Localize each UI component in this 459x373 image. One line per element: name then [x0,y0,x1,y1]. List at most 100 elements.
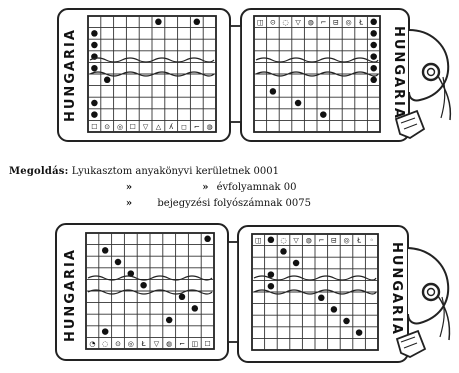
top-left-punch-hole-8 [91,111,97,117]
bottom-left-punch-hole-7 [166,317,172,323]
top-right-punch-hole-4 [370,65,376,71]
top-left-punch-hole-7 [91,100,97,106]
card-bottom-left-label-wrap: HUNGARIA [63,248,78,342]
top-right-punch-hole-7 [295,100,301,106]
card-top-right: HUNGARIA ◫ ⊙ ◌ ▽ ◍ ⌐ ⊟ ◎ Ł ◦ [241,9,450,141]
solution-line-2-mark-2: » [197,180,213,195]
top-left-symbol-1: ⊙ [104,123,110,131]
top-left-symbol-0: ☐ [91,123,97,131]
solution-line-1: Megoldás: Lyukasztom anyakönyvi kerületn… [9,164,279,179]
bottom-right-symbol-0: ◫ [255,236,262,244]
top-right-symbol-5: ⌐ [320,18,326,26]
card-bottom-right-label-wrap: HUNGARIA [389,242,404,336]
top-right-punch-hole-2 [370,42,376,48]
top-right-symbol-4: ◍ [308,18,314,26]
card-top-left-label-wrap: HUNGARIA [63,28,78,122]
solution-line-2: » » évfolyamnak 00 [121,180,297,195]
bottom-right-symbol-8: Ł [356,236,361,244]
bottom-right-symbol-9: ◦ [370,236,374,244]
card-top-left-label: HUNGARIA [63,28,78,122]
card-bottom-right-frame [238,226,408,362]
solution-line-1-text: Lyukasztom anyakönyvi kerületnek 0001 [72,166,279,177]
bottom-right-punch-hole-1 [280,248,286,254]
card-bottom-left-label: HUNGARIA [63,248,78,342]
top-right-symbol-8: Ł [358,18,363,26]
bottom-left-punch-hole-8 [102,328,108,334]
top-connector [230,26,241,122]
bottom-left-symbol-1: ◌ [102,340,108,348]
card-top-right-label-wrap: HUNGARIA [391,26,406,120]
bottom-left-punch-hole-0 [204,236,210,242]
top-right-punch-hole-1 [370,30,376,36]
top-right-punch-hole-3 [370,53,376,59]
bottom-right-punch-hole-2 [293,260,299,266]
bottom-right-symbol-4: ◍ [306,236,312,244]
card-top-right-eyelet-inner [428,69,435,76]
top-right-punch-hole-5 [370,77,376,83]
bottom-left-punch-hole-5 [179,294,185,300]
bottom-right-symbol-6: ⊟ [331,236,337,244]
card-bottom-right-label: HUNGARIA [389,242,404,336]
top-left-symbol-6: ʎ [169,123,173,131]
solution-line-2-text: évfolyamnak 00 [217,182,297,193]
solution-line-3: » bejegyzési folyószámnak 0075 [121,196,311,211]
bottom-left-symbol-3: ◎ [128,340,134,348]
top-left-symbol-4: ▽ [143,123,149,131]
bottom-connector [228,242,238,342]
top-right-symbol-3: ▽ [295,18,301,26]
top-left-punch-hole-3 [91,42,97,48]
top-left-symbol-2: ◎ [117,123,123,131]
solution-prefix: Megoldás: [9,166,69,177]
bottom-left-symbol-2: ⊙ [115,340,121,348]
top-left-punch-hole-2 [91,30,97,36]
bottom-right-symbol-2: ◌ [280,236,286,244]
top-left-symbol-7: ◻ [181,123,187,131]
top-right-punch-hole-6 [270,88,276,94]
bottom-left-symbol-5: ▽ [154,340,160,348]
top-right-symbol-9: ◦ [372,18,376,26]
card-bottom-right: HUNGARIA ◫ ⊙ ◌ ▽ ◍ ⌐ ⊟ ◎ Ł ◦ [238,226,450,362]
top-left-punch-hole-6 [104,77,110,83]
card-bottom-right-eyelet-inner [428,289,435,296]
bottom-left-symbol-7: ⌐ [179,340,185,348]
bottom-right-punch-hole-8 [356,329,362,335]
bottom-right-symbol-5: ⌐ [318,236,324,244]
bottom-card-set: HUNGARIA ◔ ◌ ⊙ ◎ Ł ▽ ◍ ⌐ ◫ ☐ HUNGARIA ◫ ⊙ ◌ ▽ ◍ ⌐ ⊟ ◎ Ł ◦ [56,224,450,362]
solution-block: Megoldás: Lyukasztom anyakönyvi kerületn… [9,164,449,220]
solution-line-3-mark: » [121,196,137,211]
top-left-punch-hole-0 [155,19,161,25]
top-left-symbol-5: △ [156,123,162,131]
card-top-left: HUNGARIA ☐ ⊙ ◎ ☐ ▽ △ ʎ ◻ ⌐ ◍ [58,9,230,141]
bottom-right-punch-hole-4 [268,283,274,289]
top-right-symbol-2: ◌ [282,18,288,26]
bottom-left-punch-hole-2 [115,259,121,265]
bottom-right-symbol-7: ◎ [343,236,349,244]
bottom-right-punch-hole-6 [331,306,337,312]
bottom-left-symbol-4: Ł [141,340,146,348]
solution-line-3-text: bejegyzési folyószámnak 0075 [157,198,311,209]
top-left-symbol-8: ⌐ [194,123,200,131]
bottom-left-symbol-6: ◍ [166,340,172,348]
bottom-left-punch-hole-4 [140,282,146,288]
card-bottom-left: HUNGARIA ◔ ◌ ⊙ ◎ Ł ▽ ◍ ⌐ ◫ ☐ [56,224,228,360]
top-right-symbol-0: ◫ [257,18,264,26]
bottom-left-symbol-9: ☐ [204,340,210,348]
bottom-left-symbol-8: ◫ [191,340,198,348]
top-right-symbol-1: ⊙ [270,18,276,26]
bottom-right-punch-hole-5 [318,295,324,301]
top-left-punch-hole-5 [91,65,97,71]
top-right-symbol-6: ⊟ [333,18,339,26]
solution-line-2-mark-1: » [121,180,137,195]
top-left-punch-hole-1 [194,19,200,25]
top-card-set: HUNGARIA ☐ ⊙ ◎ ☐ ▽ △ ʎ ◻ ⌐ ◍ HUNGARIA ◫ ⊙ ◌ ▽ ◍ ⌐ ⊟ ◎ Ł ◦ [58,9,450,141]
top-left-symbol-9: ◍ [207,123,213,131]
bottom-left-symbol-0: ◔ [89,340,95,348]
top-right-symbol-7: ◎ [345,18,351,26]
card-top-right-label: HUNGARIA [391,26,406,120]
bottom-left-punch-hole-6 [192,305,198,311]
top-left-symbol-3: ☐ [130,123,136,131]
bottom-left-punch-hole-1 [102,247,108,253]
bottom-right-symbol-3: ▽ [293,236,299,244]
bottom-right-punch-hole-7 [343,318,349,324]
bottom-right-symbol-1: ⊙ [268,236,274,244]
